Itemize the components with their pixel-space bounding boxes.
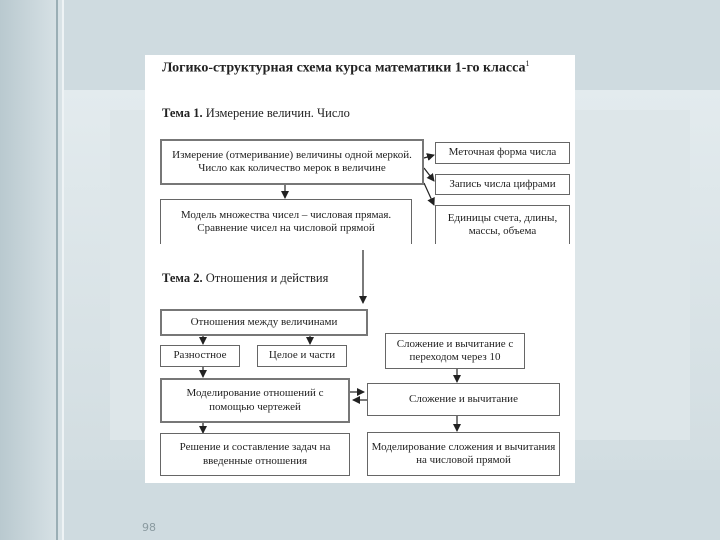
background-stripe: [62, 0, 64, 540]
box-add-sub-transfer: Сложение и вычитание с переходом через 1…: [385, 333, 525, 369]
arrow-measure-to-mark: [423, 153, 435, 161]
box-units: Единицы счета, длины, массы, объема: [435, 205, 570, 244]
box-mark-form: Меточная форма числа: [435, 142, 570, 164]
background-left-panel: [0, 0, 62, 540]
box-add-sub: Сложение и вычитание: [367, 383, 560, 416]
box-measure: Измерение (отмеривание) величины одной м…: [160, 139, 424, 185]
connector-arrows: [199, 153, 461, 434]
box-number-line-model: Модель множества чисел – числовая прямая…: [160, 199, 412, 244]
diagram-title: Логико-структурная схема курса математик…: [162, 59, 530, 76]
box-modeling-add: Моделирование сложения и вычитания на чи…: [367, 432, 560, 476]
box-solving: Решение и составление задач на введенные…: [160, 433, 350, 476]
box-whole-parts: Целое и части: [257, 345, 347, 367]
diagram-card: Логико-структурная схема курса математик…: [145, 55, 575, 483]
arrow-measure-to-digits: [423, 167, 435, 182]
title-footnote-mark: 1: [525, 59, 530, 68]
background-stripe: [56, 0, 58, 540]
topic1-heading: Тема 1. Измерение величин. Число: [162, 106, 350, 120]
box-digits: Запись числа цифрами: [435, 174, 570, 195]
box-relations: Отношения между величинами: [160, 309, 368, 336]
arrow-measure-to-units: [423, 182, 435, 206]
topic2-heading: Тема 2. Отношения и действия: [162, 271, 329, 285]
slide-number: 98: [142, 521, 156, 534]
box-difference: Разностное: [160, 345, 240, 367]
box-modeling: Моделирование отношений с помощью чертеж…: [160, 378, 350, 423]
